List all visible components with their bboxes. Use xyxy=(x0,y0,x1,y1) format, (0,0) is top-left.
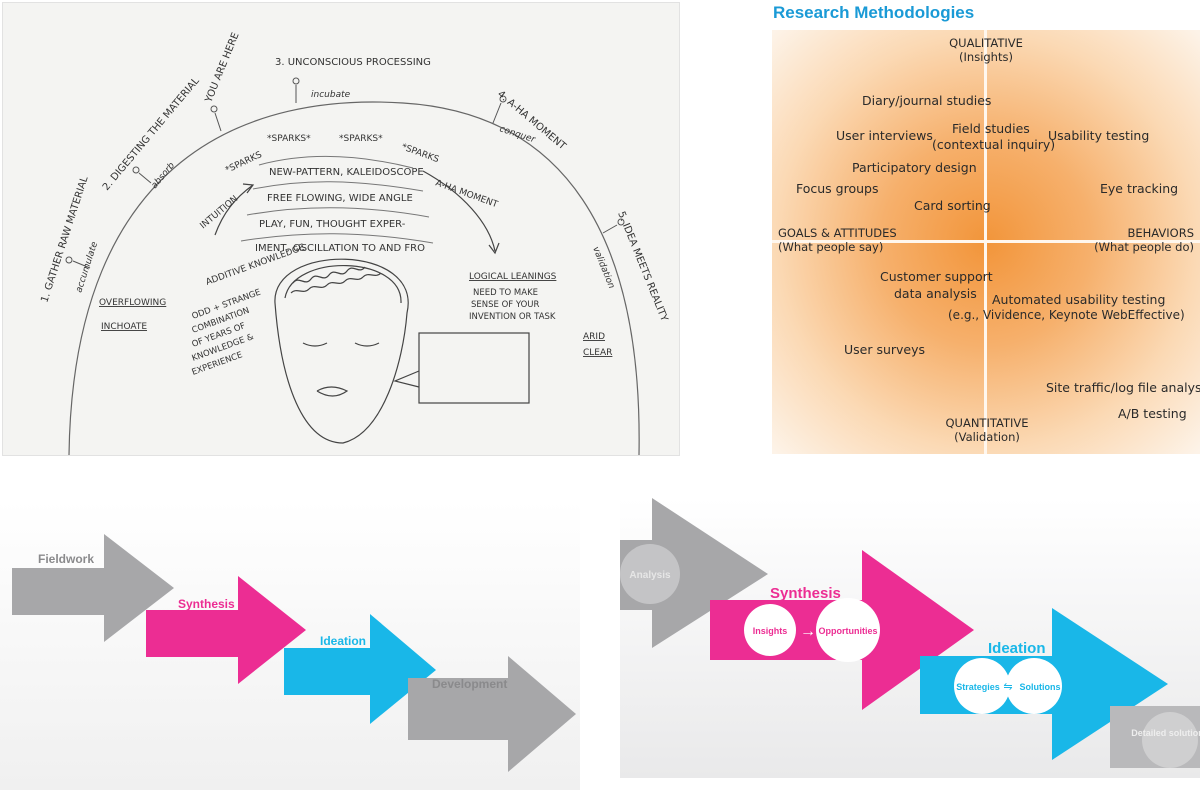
method-user-surveys: User surveys xyxy=(844,342,926,357)
method-automated-usability-sub: (e.g., Vividence, Keynote WebEffective) xyxy=(948,308,1185,322)
axis-left: GOALS & ATTITUDES(What people say) xyxy=(778,226,897,254)
outer-arc xyxy=(68,101,640,456)
method-field-studies: Field studies xyxy=(952,121,1030,136)
wave-line-3: PLAY, FUN, THOUGHT EXPER- xyxy=(259,219,406,230)
development-arrow xyxy=(408,656,576,772)
analysis-circle xyxy=(620,544,680,604)
opportunities-label: Opportunities xyxy=(819,626,878,636)
axis-bottom: QUANTITATIVE(Validation) xyxy=(945,416,1029,444)
fieldwork-arrow xyxy=(12,534,174,642)
method-diary: Diary/journal studies xyxy=(862,93,992,108)
axis-right: BEHAVIORS(What people do) xyxy=(1094,226,1194,254)
horizontal-axis xyxy=(772,240,1200,243)
sparks-3: *SPARKS* xyxy=(339,134,383,144)
step-fieldwork: Fieldwork xyxy=(38,552,94,566)
clear-label: CLEAR xyxy=(583,348,612,358)
opportunities-circle xyxy=(816,598,880,662)
stage-3-note: incubate xyxy=(311,90,351,100)
strategies-label: Strategies xyxy=(956,682,1000,692)
head-drawing xyxy=(274,258,530,444)
wave-line-1: NEW-PATTERN, KALEIDOSCOPE xyxy=(269,167,424,178)
synthesis-title: Synthesis xyxy=(770,585,841,602)
logical-title: LOGICAL LEANINGS xyxy=(469,272,557,282)
logical-line-3: INVENTION OR TASK xyxy=(469,312,556,322)
solutions-circle xyxy=(1006,658,1062,714)
creative-process-sketch: 1. GATHER RAW MATERIAL accumulate 2. DIG… xyxy=(2,2,680,456)
step-ideation: Ideation xyxy=(320,634,366,648)
method-automated-usability: Automated usability testing xyxy=(992,292,1166,307)
analysis-arrow xyxy=(620,498,768,648)
insights-circle xyxy=(744,604,796,656)
wave-line-4: IMENT, OSCILLATION TO AND FRO xyxy=(255,243,425,254)
stage-5-note: validation xyxy=(590,245,616,290)
stage-5-label: 5. IDEA MEETS REALITY xyxy=(615,210,670,324)
sparks-4: *SPARKS xyxy=(400,142,440,165)
step-development: Development xyxy=(432,677,507,691)
logical-line-1: NEED TO MAKE xyxy=(473,288,538,298)
arid-label: ARID xyxy=(583,332,605,342)
method-customer-support: Customer support xyxy=(880,269,993,284)
inchoate-label: INCHOATE xyxy=(101,322,147,332)
you-are-here-label: YOU ARE HERE xyxy=(203,31,241,105)
stage-3-label: 3. UNCONSCIOUS PROCESSING xyxy=(275,57,431,68)
strategies-circle xyxy=(954,658,1010,714)
overflowing-label: OVERFLOWING xyxy=(99,298,166,308)
swap-glyph: ⇋ xyxy=(1003,681,1012,693)
stage-2-note: absorb xyxy=(150,161,178,191)
aha-moment-label: A-HA MOMENT xyxy=(434,178,499,210)
method-focus-groups: Focus groups xyxy=(796,181,879,196)
method-usability-testing: Usability testing xyxy=(1048,128,1150,143)
detailed-circle xyxy=(1142,712,1198,768)
ideation-arrow xyxy=(284,614,436,724)
research-title: Research Methodologies xyxy=(773,3,975,22)
detailed-label: Detailed solutions xyxy=(1131,728,1200,738)
sparks-2: *SPARKS* xyxy=(267,134,311,144)
insights-arrow-glyph: → xyxy=(800,623,816,640)
synthesis-arrow xyxy=(146,576,306,684)
method-card-sorting: Card sorting xyxy=(914,198,991,213)
solutions-label: Solutions xyxy=(1020,682,1061,692)
step-synthesis: Synthesis xyxy=(178,597,235,611)
logical-line-2: SENSE OF YOUR xyxy=(471,300,540,310)
method-user-interviews: User interviews xyxy=(836,128,933,143)
method-ab-testing: A/B testing xyxy=(1118,406,1187,421)
detailed-label-text: Detailed solutions xyxy=(1131,728,1200,738)
ideation-title: Ideation xyxy=(988,640,1046,657)
wave-line-2: FREE FLOWING, WIDE ANGLE xyxy=(267,193,413,204)
analysis-label: Analysis xyxy=(629,570,671,581)
method-site-traffic: Site traffic/log file analysis xyxy=(1046,380,1200,395)
sparks-1: *SPARKS xyxy=(224,150,264,176)
insights-label: Insights xyxy=(753,626,788,636)
method-field-studies-sub: (contextual inquiry) xyxy=(932,137,1056,152)
process-steps-diagram: Fieldwork Synthesis Ideation Development xyxy=(0,500,580,790)
axis-top: QUALITATIVE(Insights) xyxy=(949,36,1023,64)
detailed-process-diagram: Analysis Synthesis Insights → Opportunit… xyxy=(620,498,1200,778)
research-quadrant: QUALITATIVE(Insights) QUANTITATIVE(Valid… xyxy=(772,30,1200,454)
method-customer-support-sub: data analysis xyxy=(894,286,977,301)
method-eye-tracking: Eye tracking xyxy=(1100,181,1179,196)
stage-2-label: 2. DIGESTING THE MATERIAL xyxy=(101,75,202,193)
method-participatory-design: Participatory design xyxy=(852,160,977,175)
